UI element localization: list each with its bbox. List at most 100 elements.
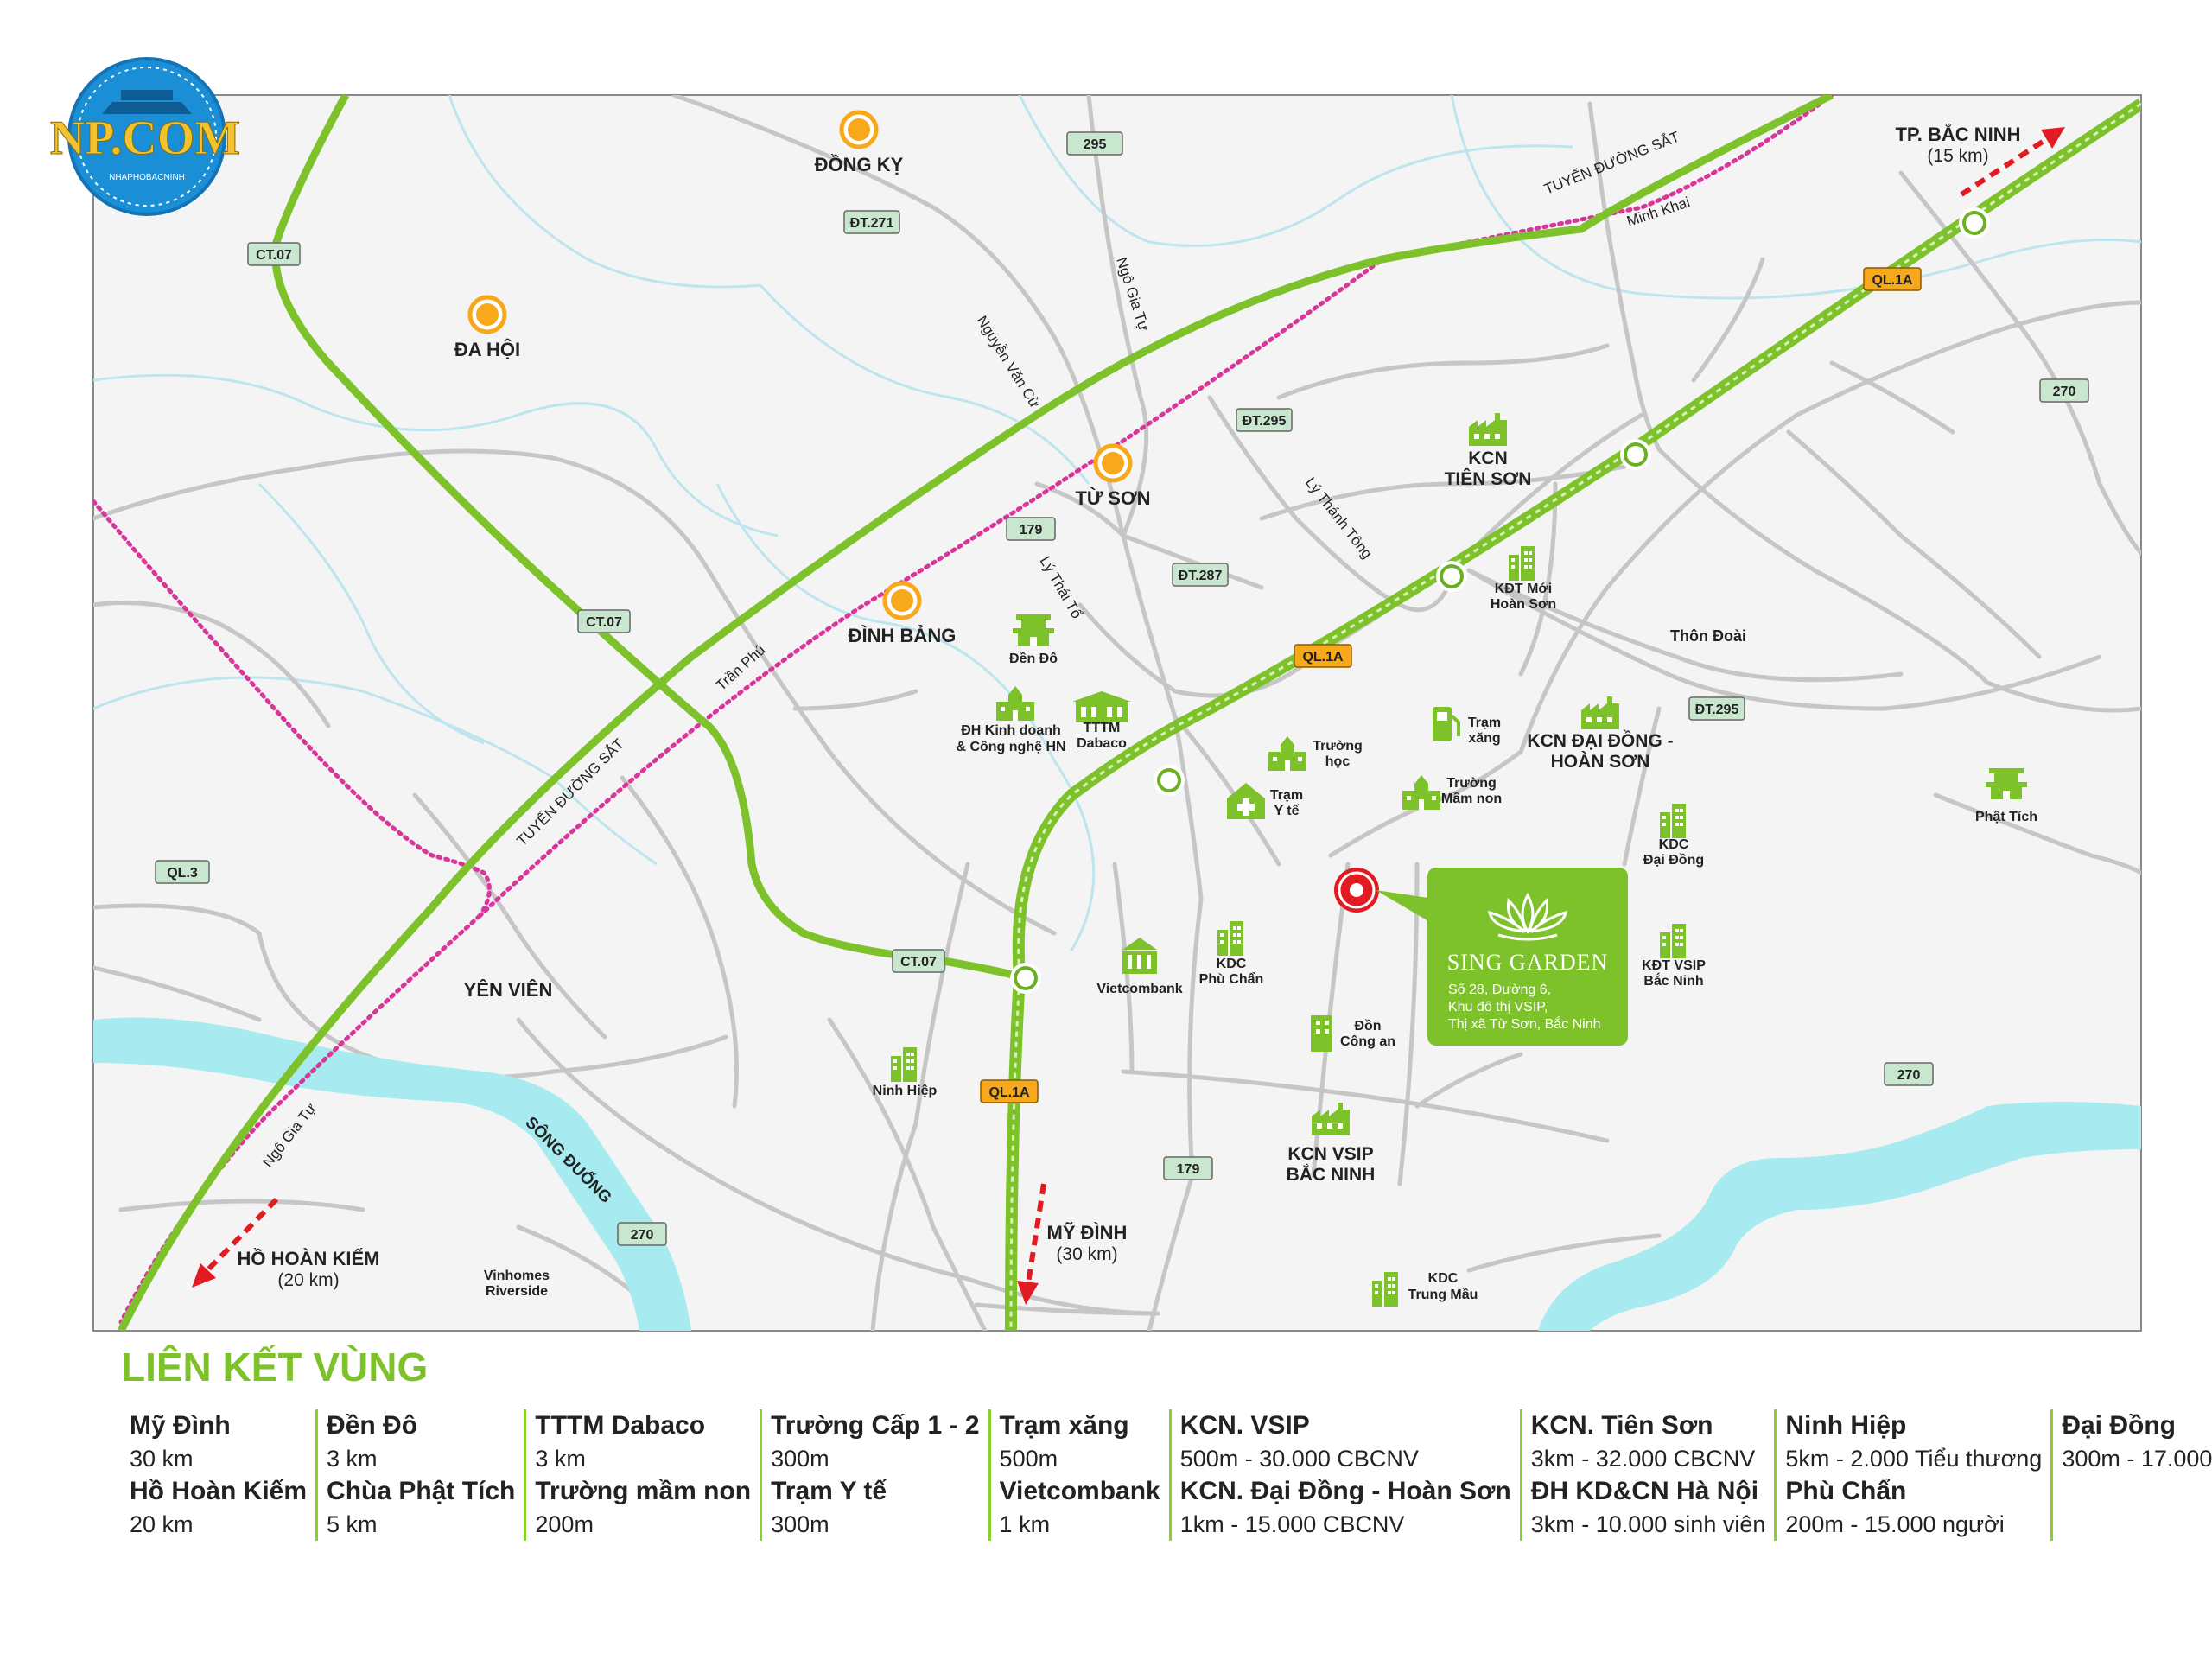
poi-label-tram-yte-1: Trạm: [1270, 788, 1303, 803]
logo-site: NHAPHOBACNINH: [109, 173, 185, 182]
medical-icon: [1227, 783, 1265, 819]
legend-item-name: KCN. VSIP: [1179, 1411, 1310, 1440]
poi-label-kcn-dai-dong-1: KCN ĐẠI ĐỒNG -: [1527, 730, 1673, 751]
legend-item-value: 5 km: [327, 1511, 378, 1537]
legend-item-value: 1km - 15.000 CBCNV: [1179, 1511, 1405, 1537]
road-label-270-b: 270: [1884, 1062, 1934, 1086]
road-label-ql3: QL.3: [155, 860, 210, 884]
poi-label-tttm-1: TTTM: [1084, 721, 1121, 735]
legend-item-name: Hồ Hoàn Kiếm: [130, 1477, 308, 1505]
legend-item-name: Phù Chẩn: [1785, 1477, 1907, 1505]
junction-2: [1620, 439, 1651, 470]
direction-arrow-bac-ninh: [1960, 127, 2065, 197]
police-icon: [1311, 1015, 1332, 1052]
poi-label-phat-tich: Phật Tích: [1975, 810, 2037, 824]
poi-label-truong-hoc-2: học: [1325, 754, 1351, 769]
legend-item-value: 5km - 2.000 Tiểu thương: [1785, 1446, 2043, 1472]
legend-item-value: 3 km: [327, 1446, 378, 1472]
project-marker[interactable]: [1334, 868, 1379, 913]
poi-label-kcn-tien-son-1: KCN: [1468, 448, 1508, 468]
legend-item-value: 200m - 15.000 người: [1785, 1511, 2005, 1537]
direction-label-bac-ninh: TP. BẮC NINH: [1895, 124, 2020, 145]
minor-roads: [93, 95, 2141, 1331]
np-logo: NP.COM NHAPHOBACNINH: [49, 57, 241, 216]
gas-station-icon: [1433, 707, 1460, 741]
direction-arrow-my-dinh: [1017, 1183, 1046, 1305]
poi-label-kdc-trung-mau-2: Trung Mầu: [1408, 1288, 1478, 1302]
legend-item-name: Đền Đô: [327, 1411, 418, 1440]
legend-item-name: Trạm Y tế: [771, 1477, 887, 1505]
poi-label-dh-kd-2: & Công nghệ HN: [956, 740, 1065, 754]
poi-label-don-cong-an-2: Công an: [1340, 1034, 1395, 1049]
road-label-179-b: 179: [1163, 1156, 1213, 1180]
svg-text:QL.1A: QL.1A: [1872, 273, 1913, 288]
town-label-da-hoi: ĐA HỘI: [454, 339, 520, 360]
svg-text:ĐT.287: ĐT.287: [1179, 569, 1223, 583]
road-label-179-a: 179: [1006, 517, 1056, 541]
ql1a-highway: [1005, 99, 2141, 1331]
legend-item-value: 1 km: [999, 1511, 1051, 1537]
svg-text:CT.07: CT.07: [256, 248, 292, 263]
svg-text:QL.3: QL.3: [167, 866, 198, 881]
road-label-dt295-b: ĐT.295: [1688, 696, 1745, 721]
poi-label-dh-kd-1: ĐH Kinh doanh: [961, 723, 1061, 738]
legend-item-value: 3km - 32.000 CBCNV: [1530, 1446, 1756, 1472]
area-map: CT.07 CT.07 CT.07 295 ĐT.271 ĐT.295 ĐT.2…: [49, 57, 2142, 1332]
town-label-tu-son: TỪ SƠN: [1075, 487, 1150, 509]
road-label-ql1a-a: QL.1A: [1863, 267, 1922, 291]
svg-text:295: 295: [1084, 137, 1107, 152]
road-label-ct07-c: CT.07: [892, 949, 945, 973]
svg-text:270: 270: [631, 1228, 654, 1243]
poi-label-don-cong-an-1: Đồn: [1354, 1019, 1381, 1034]
project-address-1: Số 28, Đường 6,: [1448, 983, 1551, 997]
junction-3: [1436, 561, 1467, 592]
town-label-dinh-bang: ĐÌNH BẢNG: [849, 625, 957, 646]
svg-text:179: 179: [1020, 523, 1043, 537]
poi-label-kdt-hoan-son-2: Hoàn Sơn: [1491, 597, 1556, 612]
poi-label-kdc-phu-chan-2: Phù Chẩn: [1199, 971, 1264, 987]
road-label-ct07-a: CT.07: [247, 242, 301, 266]
legend-item-value: 3 km: [535, 1446, 586, 1472]
poi-label-mam-non-2: Mầm non: [1441, 792, 1502, 806]
area-label-yen-vien: YÊN VIÊN: [464, 979, 553, 1001]
svg-text:CT.07: CT.07: [900, 955, 937, 970]
road-label-ql1a-c: QL.1A: [980, 1079, 1039, 1103]
poi-label-mam-non-1: Trường: [1446, 776, 1497, 791]
road-label-ct07-b: CT.07: [577, 609, 631, 633]
legend-item-name: Đại Đồng: [2062, 1411, 2176, 1440]
poi-label-vietcombank: Vietcombank: [1096, 982, 1182, 996]
direction-dist-hoan-kiem: (20 km): [277, 1270, 339, 1290]
legend-item-name: Vietcombank: [999, 1477, 1160, 1505]
town-marker-dinh-bang: [885, 583, 919, 618]
direction-dist-my-dinh: (30 km): [1056, 1244, 1117, 1264]
junction-5: [1010, 963, 1041, 994]
legend-item-name: KCN. Tiên Sơn: [1530, 1411, 1713, 1440]
junction-1: [1959, 207, 1990, 239]
legend-item-name: Trường mầm non: [535, 1477, 752, 1505]
project-address-3: Thị xã Từ Sơn, Bắc Ninh: [1448, 1015, 1601, 1032]
poi-label-kdc-dai-dong-2: Đại Đồng: [1643, 853, 1704, 868]
legend-item-name: Ninh Hiệp: [1785, 1411, 1907, 1440]
poi-label-kdc-phu-chan-1: KDC: [1217, 957, 1247, 971]
logo-brand: NP.COM: [50, 111, 240, 165]
project-callout[interactable]: [1376, 868, 1628, 1046]
pagoda-icon: [1986, 768, 2027, 799]
project-name: SING GARDEN: [1447, 950, 1609, 975]
direction-label-hoan-kiem: HỒ HOÀN KIẾM: [238, 1248, 380, 1269]
road-label-dt295-a: ĐT.295: [1236, 408, 1293, 432]
legend-item-value: 300m: [771, 1511, 830, 1537]
svg-text:CT.07: CT.07: [586, 615, 622, 630]
svg-text:179: 179: [1177, 1162, 1200, 1177]
road-label-270-c: 270: [617, 1222, 667, 1246]
road-label-dt287: ĐT.287: [1172, 563, 1229, 587]
mall-icon: [1072, 691, 1131, 722]
legend-item-name: Trạm xăng: [999, 1411, 1129, 1440]
direction-dist-bac-ninh: (15 km): [1927, 146, 1988, 166]
legend-item-value: 20 km: [130, 1511, 194, 1537]
